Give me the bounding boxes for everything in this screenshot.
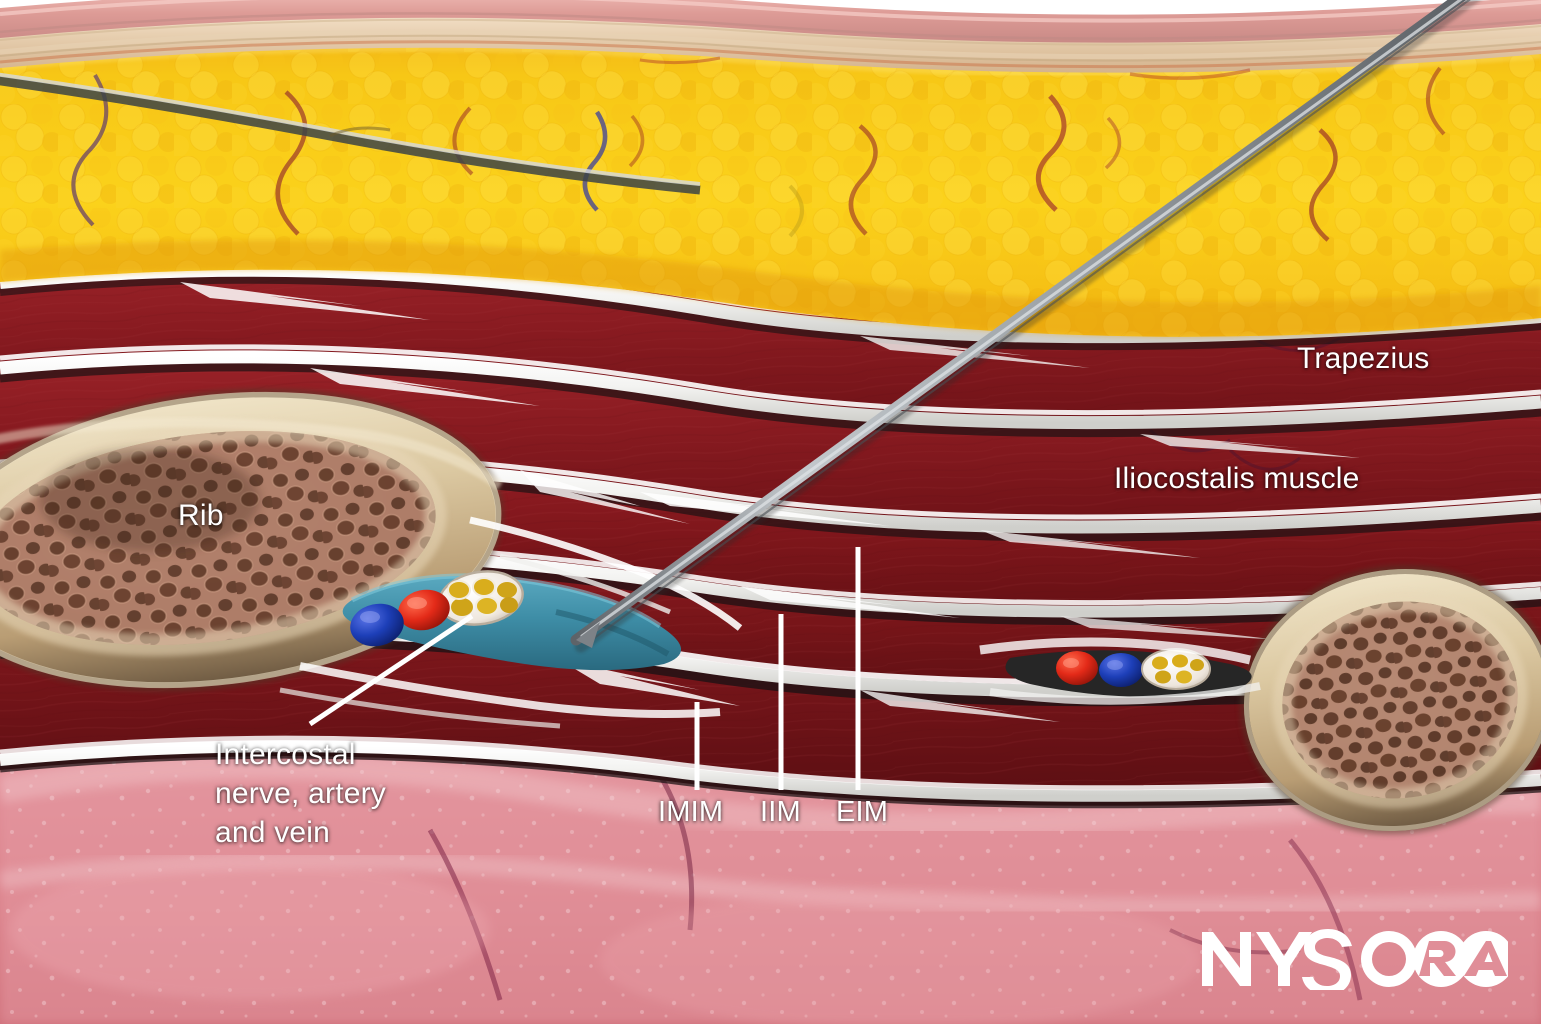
- label-trapezius: Trapezius: [1297, 342, 1430, 375]
- needle-secondary-left: [0, 72, 701, 195]
- nysora-logo: [1198, 928, 1508, 990]
- leader-lines: [308, 547, 861, 790]
- label-intercostal-neurovascular-bundle: Intercostal nerve, artery and vein: [215, 738, 386, 849]
- label-rib: Rib: [178, 499, 224, 532]
- nysora-logo-knockout: [1419, 940, 1507, 976]
- intercostal-artery-right: [1056, 651, 1098, 685]
- epidermis-layer: [0, 0, 1541, 43]
- intercostal-nerve-right: [1141, 648, 1211, 690]
- block-needle: [570, 0, 1482, 653]
- label-imim: IMIM: [658, 796, 724, 828]
- label-eim: EIM: [836, 796, 889, 828]
- leader-line-neurovascular-bundle: [308, 613, 474, 727]
- intercostal-vein-right: [1099, 653, 1143, 687]
- fascia-trapezius-iliocostalis: [0, 344, 1541, 458]
- label-iliocostalis-muscle: Iliocostalis muscle: [1114, 462, 1360, 495]
- fascia-innermost-pleura: [0, 735, 1541, 809]
- dermis-layer: [0, 13, 1541, 80]
- neurovascular-sheath-left: [342, 570, 682, 671]
- label-iim: IIM: [760, 796, 801, 828]
- neurovascular-bundle-right: [979, 637, 1261, 705]
- fascial-slips-left: [279, 470, 743, 729]
- rib-right: [1240, 565, 1541, 835]
- nysora-logo-mark: [1202, 929, 1508, 990]
- intercostal-nerve-left: [438, 570, 524, 626]
